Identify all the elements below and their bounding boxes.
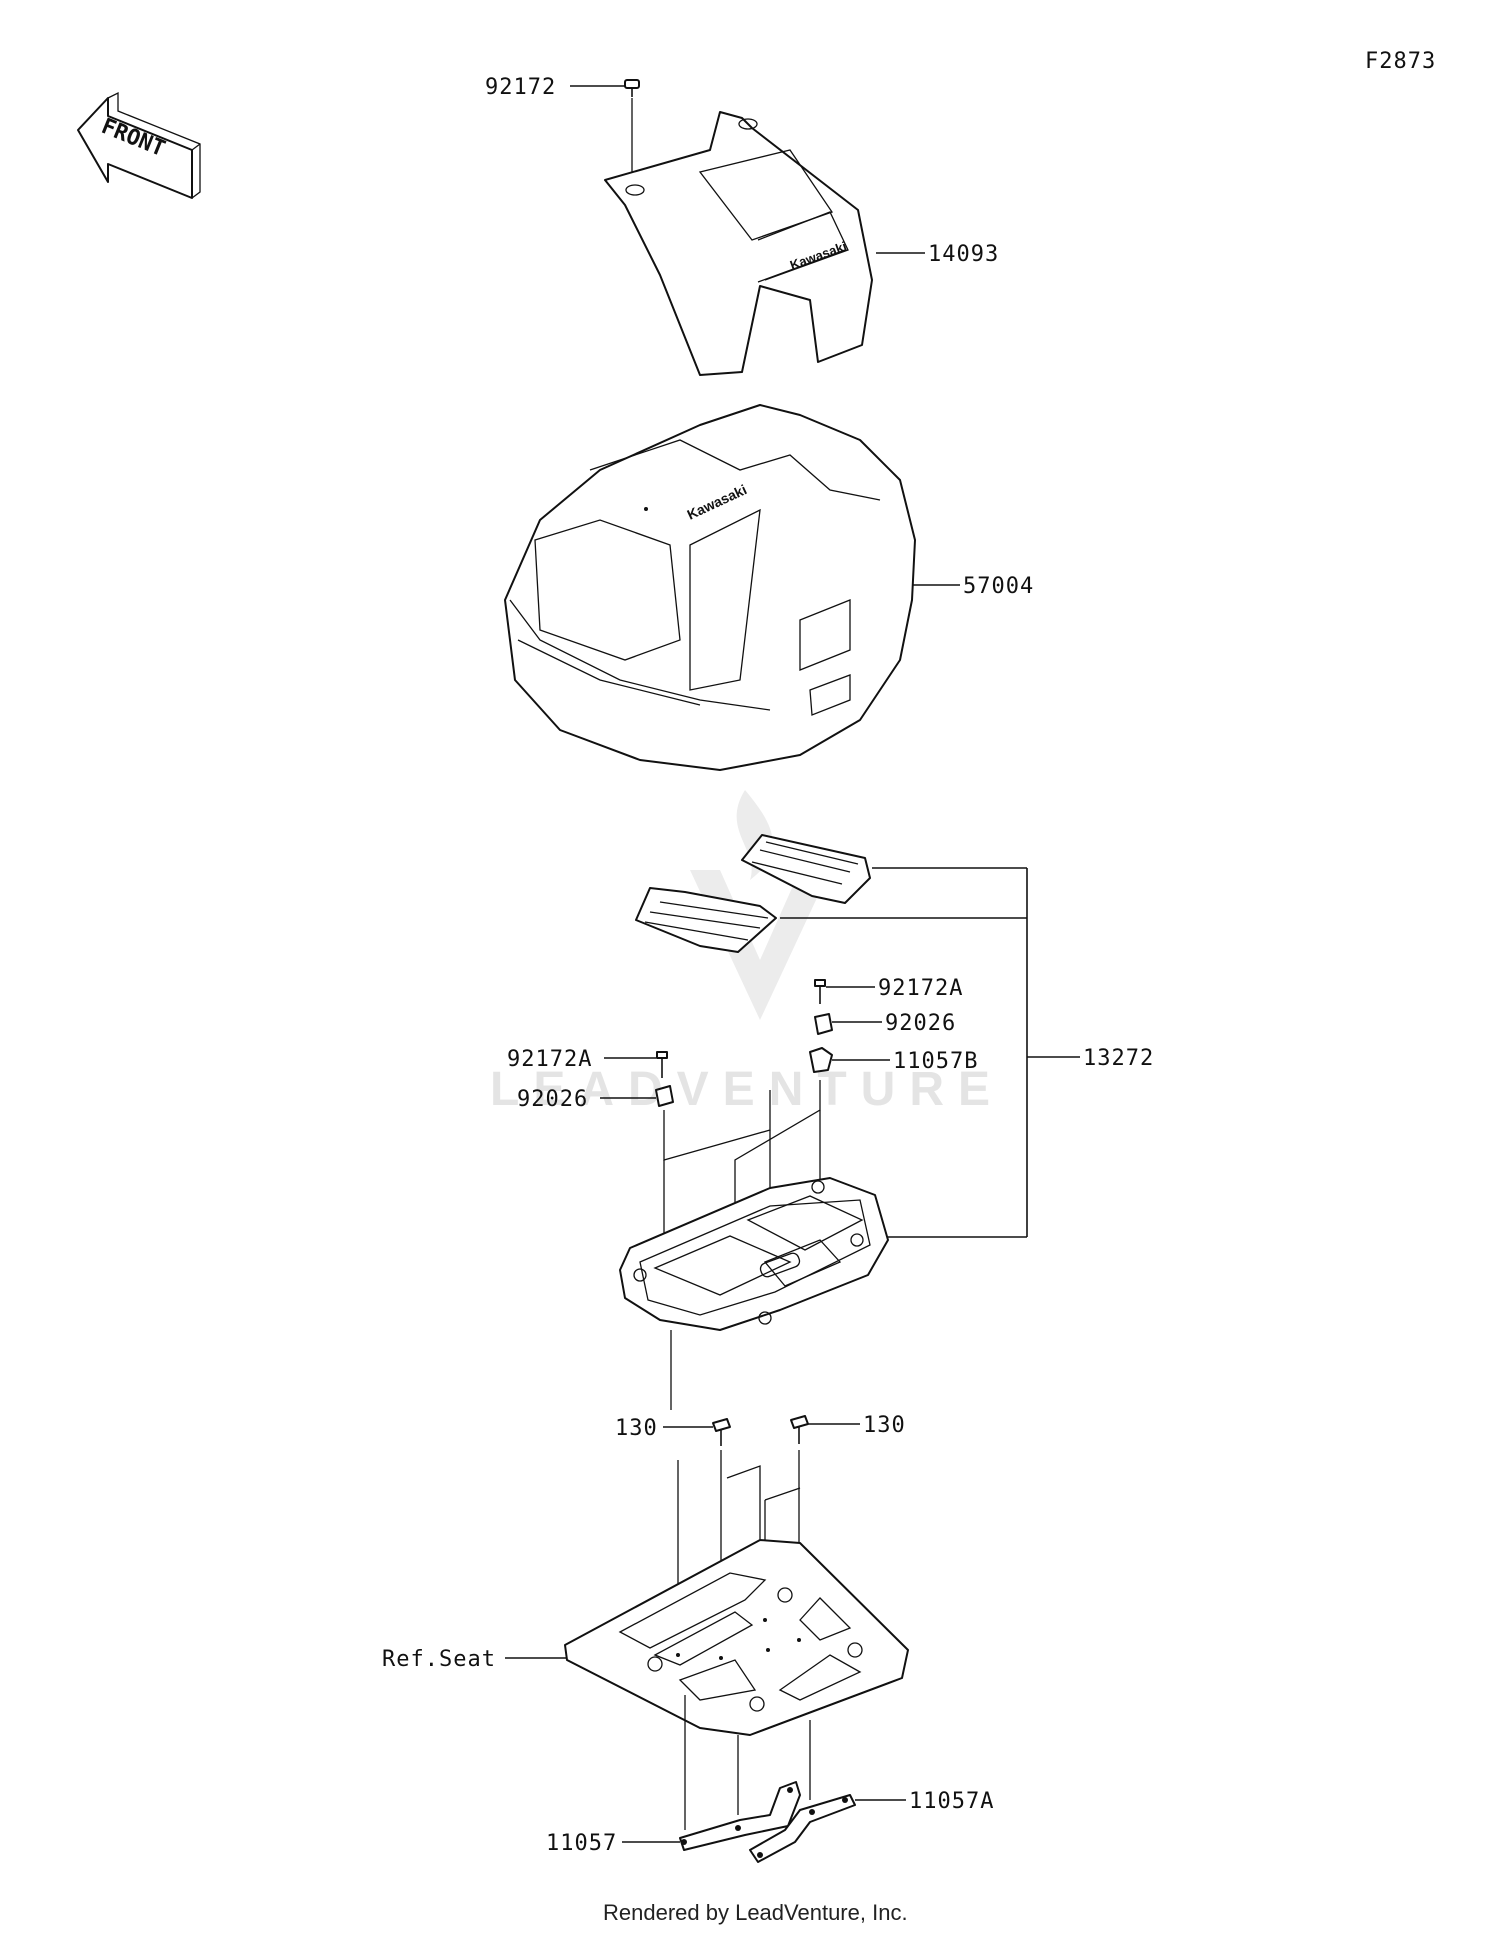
callout-11057B: 11057B — [893, 1049, 978, 1074]
nut-92026-left — [655, 1085, 674, 1107]
pad-lower — [635, 887, 777, 953]
pad-upper — [741, 834, 871, 904]
seat-rack — [564, 1539, 909, 1736]
callout-11057A: 11057A — [909, 1789, 994, 1814]
footer-credit: Rendered by LeadVenture, Inc. — [603, 1900, 908, 1925]
callout-92172A-right: 92172A — [878, 976, 963, 1001]
callout-57004: 57004 — [963, 574, 1034, 599]
callout-130-left: 130 — [615, 1416, 658, 1441]
callout-92172A-left: 92172A — [507, 1047, 592, 1072]
callout-ref-seat: Ref.Seat — [382, 1647, 496, 1672]
callout-130-right: 130 — [863, 1413, 906, 1438]
watermark-text: LEADVENTURE — [490, 1063, 1004, 1116]
screw-92172A-left — [656, 1051, 668, 1078]
callout-13272: 13272 — [1083, 1046, 1154, 1071]
bracket-11057A — [749, 1794, 856, 1863]
callout-11057: 11057 — [546, 1831, 617, 1856]
screw-92172A-right — [814, 979, 826, 1004]
clip-11057B — [809, 1047, 833, 1073]
backrest-14093: Kawasaki — [604, 111, 873, 376]
bolt-130-left — [712, 1418, 731, 1446]
screw-92172 — [624, 79, 640, 97]
callout-92172: 92172 — [485, 75, 556, 100]
figure-code: F2873 — [1365, 49, 1436, 74]
callout-92026-left: 92026 — [517, 1087, 588, 1112]
callout-92026-right: 92026 — [885, 1011, 956, 1036]
bracket-11057 — [679, 1781, 801, 1851]
nut-92026-right — [814, 1013, 833, 1035]
carrier-base-plate — [619, 1177, 889, 1331]
callout-14093: 14093 — [928, 242, 999, 267]
front-arrow-icon: FRONT — [77, 91, 201, 199]
topcase-57004: Kawasaki — [504, 404, 916, 771]
bolt-130-right — [790, 1415, 809, 1444]
